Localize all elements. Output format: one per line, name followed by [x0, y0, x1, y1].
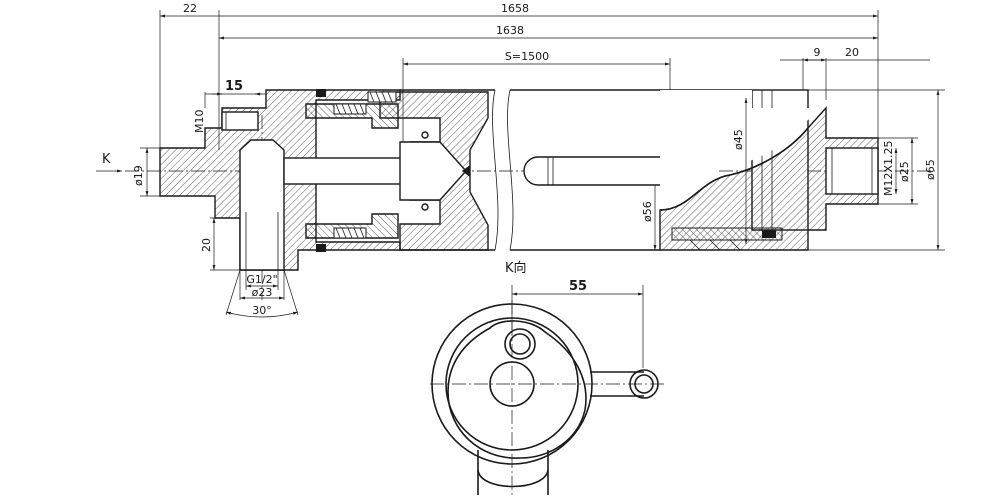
dim-d45: ø45 — [732, 129, 745, 150]
dim-15: 15 — [225, 79, 243, 94]
right-dimensions: ø45 ø56 ø65 ø25 M12X1.25 — [641, 89, 945, 251]
dim-m12: M12X1.25 — [882, 140, 895, 196]
dim-22: 22 — [183, 2, 197, 15]
end-cap-section — [159, 89, 514, 271]
dim-20-top: 20 — [845, 46, 859, 59]
rod-end-section — [510, 89, 879, 251]
dim-d56: ø56 — [641, 201, 654, 222]
dim-m10: M10 — [193, 110, 206, 134]
k-view-label: K向 — [505, 260, 527, 276]
svg-text:K: K — [102, 152, 111, 167]
dim-20-left: 20 — [200, 238, 213, 252]
dim-55: 55 — [569, 279, 587, 294]
dim-angle-30: 30° — [252, 304, 272, 317]
k-view-arrow: K — [96, 152, 122, 173]
top-dimensions: 1658 22 1638 S=1500 9 20 — [159, 2, 930, 160]
dim-d23: ø23 — [252, 286, 273, 299]
dim-stroke: S=1500 — [505, 50, 549, 63]
dim-1638: 1638 — [496, 24, 524, 37]
k-view: K向 55 — [430, 260, 665, 495]
dim-d65: ø65 — [924, 159, 937, 180]
dim-d25: ø25 — [898, 161, 911, 182]
dim-g-thread: G1/2" — [246, 273, 277, 286]
left-dimensions: 15 M10 ø19 20 G1/2" ø23 30° — [132, 79, 299, 318]
dim-d19: ø19 — [132, 165, 145, 186]
dim-9: 9 — [814, 46, 821, 59]
dim-1658: 1658 — [501, 2, 529, 15]
